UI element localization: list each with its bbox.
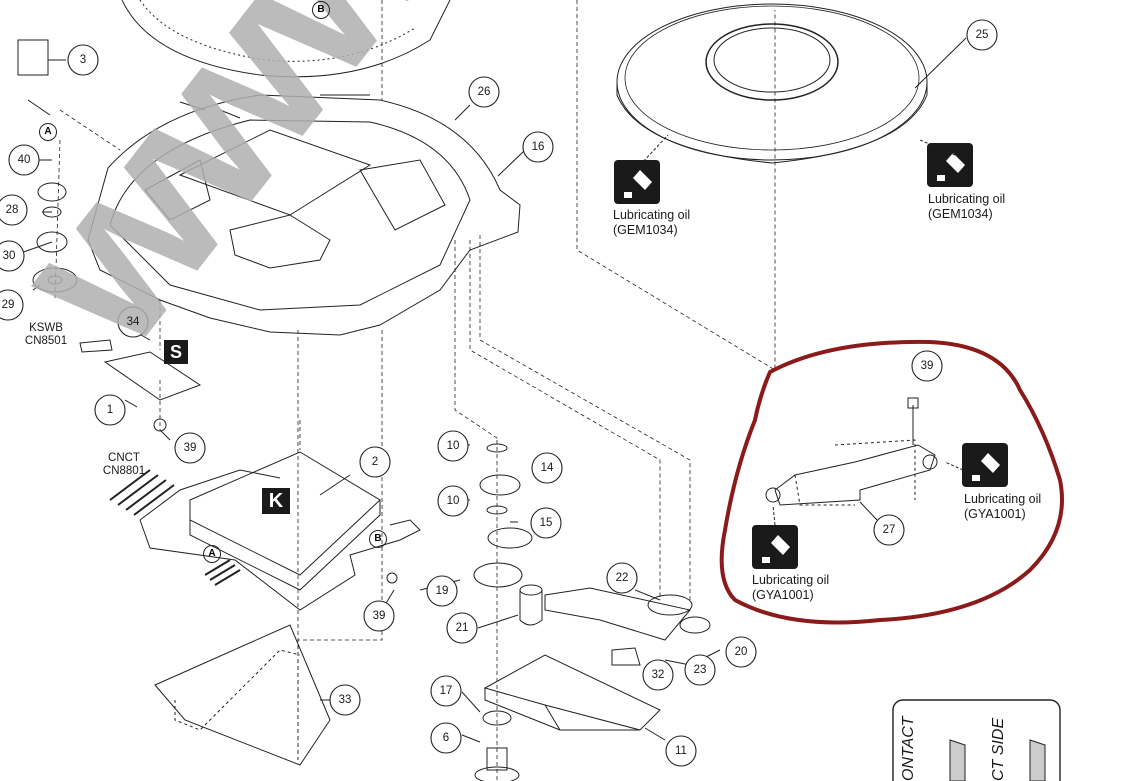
lubrication-label-right-b: Lubricating oil (GYA1001) [752, 573, 829, 603]
callout-15: 15 [539, 517, 553, 529]
main-board [189, 451, 381, 576]
switch-pcb [103, 351, 202, 401]
callout-26: 26 [477, 86, 491, 98]
connector-cnct-line1: CNCT [108, 452, 140, 464]
callout-32: 32 [651, 669, 665, 681]
callout-10-bottom: 10 [446, 495, 460, 507]
callout-2: 2 [371, 456, 379, 468]
callout-21: 21 [455, 622, 469, 634]
callout-17: 17 [439, 685, 453, 697]
callout-11: 11 [675, 745, 687, 757]
callout-10-top: 10 [446, 440, 460, 452]
lubrication-text: Lubricating oil [964, 492, 1042, 506]
bottom-plate [154, 624, 331, 766]
oil-icons [614, 134, 1008, 569]
callout-27: 27 [882, 524, 896, 536]
callout-39-right: 39 [920, 360, 934, 372]
part-3-block [17, 39, 49, 76]
main-chassis [87, 94, 521, 336]
top-cover [121, 0, 451, 78]
lubrication-code: (GEM1034) [928, 207, 993, 221]
callout-40: 40 [17, 154, 31, 166]
marker-s: S [164, 340, 188, 364]
callout-22: 22 [615, 572, 629, 584]
lubrication-text: Lubricating oil [613, 208, 691, 222]
callout-6: 6 [442, 732, 450, 744]
marker-a-bottom: A [203, 545, 221, 563]
callout-30: 30 [2, 250, 16, 262]
side-panel-text-1: ONTACT [900, 715, 917, 781]
lubrication-code: (GYA1001) [964, 507, 1026, 521]
connector-cnct-line2: CN8801 [102, 465, 146, 477]
lever-27 [774, 444, 936, 506]
lubrication-code: (GEM1034) [613, 223, 678, 237]
marker-a-top: A [39, 123, 57, 141]
connector-cnct: CNCT CN8801 [96, 452, 152, 478]
connector-kswb-line2: CN8501 [24, 335, 68, 347]
connector-kswb-line1: KSWB [29, 322, 63, 334]
callout-39-left: 39 [183, 442, 197, 454]
bracket-11 [483, 654, 661, 731]
marker-b-top: B [312, 1, 330, 19]
bracket-23 [544, 587, 691, 641]
lubrication-label-top-right: Lubricating oil (GEM1034) [928, 192, 1005, 222]
turntable-ring [616, 3, 928, 161]
callout-3: 3 [79, 54, 87, 66]
callout-25: 25 [975, 29, 989, 41]
callout-39-mid: 39 [372, 610, 386, 622]
callout-29: 29 [1, 299, 15, 311]
marker-k: K [262, 488, 290, 514]
lubrication-text: Lubricating oil [752, 573, 830, 587]
side-panel [892, 699, 1061, 781]
callout-19: 19 [435, 585, 449, 597]
lubrication-label-right-a: Lubricating oil (GYA1001) [964, 492, 1041, 522]
side-panel-text-2: CT SIDE [990, 718, 1007, 781]
highlight-outline [719, 339, 1064, 625]
callout-28: 28 [5, 204, 19, 216]
callout-34: 34 [126, 316, 140, 328]
callout-14: 14 [540, 462, 554, 474]
connector-kswb: KSWB CN8501 [18, 322, 74, 348]
callout-1: 1 [106, 404, 114, 416]
callout-circles [0, 19, 998, 767]
callout-33: 33 [338, 694, 352, 706]
lubrication-label-top-left: Lubricating oil (GEM1034) [613, 208, 690, 238]
lubrication-text: Lubricating oil [928, 192, 1006, 206]
callout-20: 20 [734, 646, 748, 658]
callout-16: 16 [531, 141, 545, 153]
callout-23: 23 [693, 664, 707, 676]
marker-b-bottom: B [369, 530, 387, 548]
lubrication-code: (GYA1001) [752, 588, 814, 602]
